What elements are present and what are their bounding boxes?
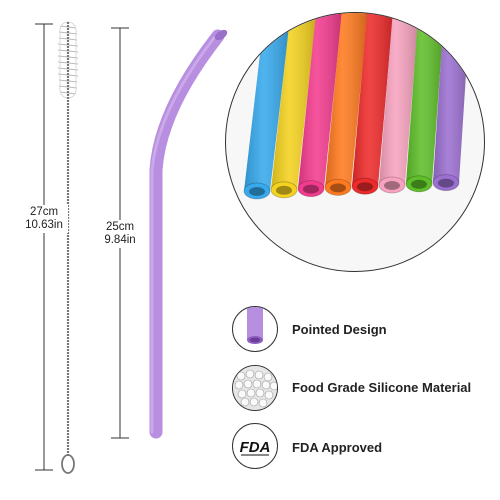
feature-label-fda: FDA Approved bbox=[292, 440, 383, 455]
cleaning-brush-image bbox=[57, 21, 79, 474]
straw-length-in: 9.84in bbox=[104, 234, 136, 246]
colored-straw bbox=[324, 13, 368, 196]
brush-length-label: 27cm 10.63in bbox=[20, 205, 68, 233]
fda-logo-icon: FDA bbox=[232, 423, 278, 469]
straw-length-cm: 25cm bbox=[105, 221, 135, 233]
pointed-straw-tip-icon bbox=[232, 306, 278, 352]
feature-label-silicone: Food Grade Silicone Material bbox=[292, 380, 472, 395]
fda-logo-text: FDA bbox=[240, 439, 271, 456]
colored-straws-image bbox=[243, 13, 470, 200]
colored-straws-circle bbox=[225, 12, 485, 272]
silicone-beads-icon bbox=[232, 365, 278, 411]
colored-straw bbox=[405, 13, 445, 193]
brush-length-in: 10.63in bbox=[25, 219, 63, 231]
colored-straw bbox=[378, 13, 419, 194]
straw-length-label: 25cm 9.84in bbox=[95, 220, 145, 248]
feature-label-pointed: Pointed Design bbox=[292, 322, 387, 337]
colored-straw bbox=[270, 13, 317, 199]
colored-straw bbox=[243, 13, 291, 200]
colored-straw bbox=[297, 13, 342, 198]
colored-straw bbox=[351, 13, 394, 195]
brush-length-cm: 27cm bbox=[29, 206, 59, 218]
